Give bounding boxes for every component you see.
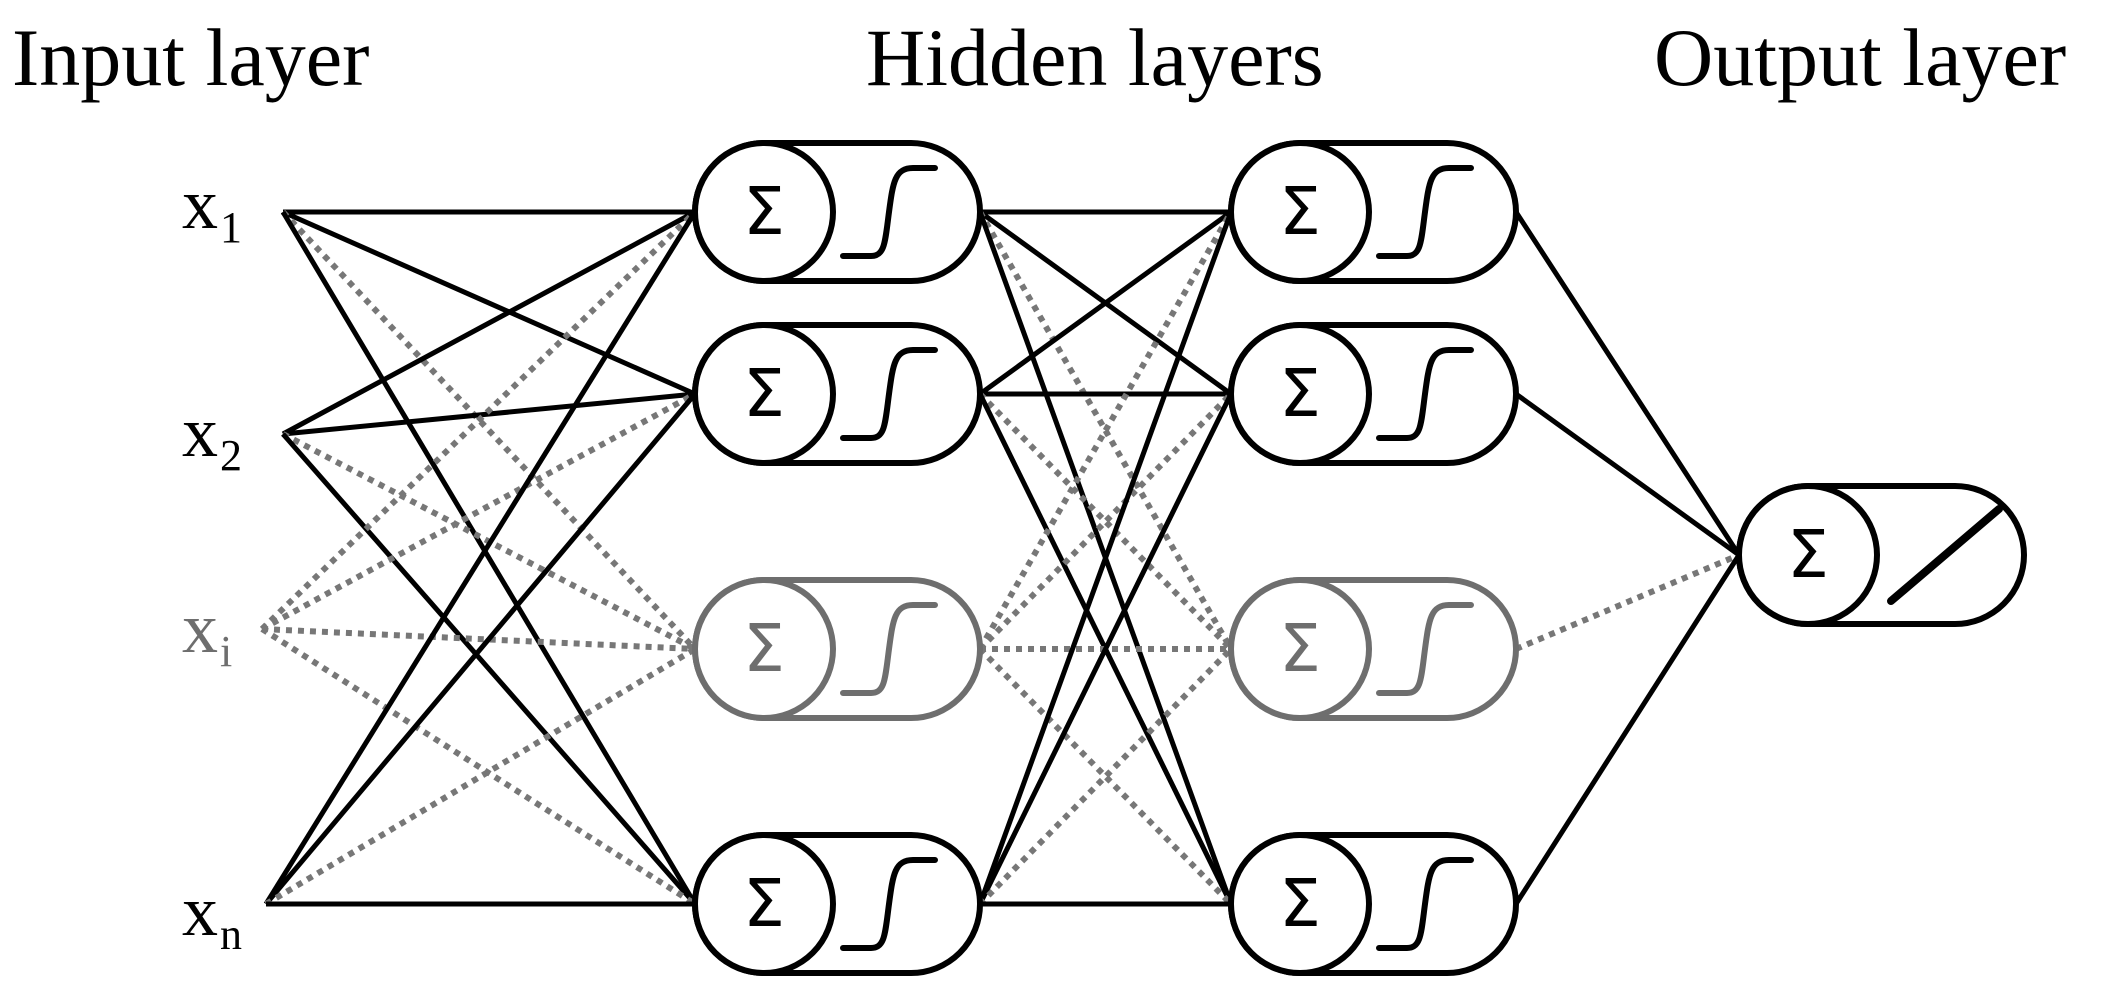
- edge-input-0-to-h1-3: [280, 210, 698, 906]
- sum-circle: [692, 832, 836, 976]
- edge-h2-3-to-output: [1513, 553, 1742, 906]
- input-label-base: x: [182, 392, 218, 472]
- sigmoid-activation-icon: [1376, 602, 1474, 696]
- sigma-symbol: Σ: [743, 865, 785, 942]
- edge-input-2-to-h1-3: [260, 626, 697, 907]
- input-label-3: xi: [182, 588, 232, 676]
- input-layer-title: Input layer: [12, 12, 370, 103]
- edge-h1-1-to-h2-0: [978, 209, 1233, 397]
- hidden2-neuron-4: Σ: [1228, 832, 1519, 976]
- hidden1-neuron-3: Σ: [692, 577, 983, 721]
- sum-circle: [1228, 832, 1372, 976]
- hidden1-neuron-2: Σ: [692, 322, 983, 466]
- sigmoid-activation-icon: [840, 602, 938, 696]
- edge-h2-1-to-output: [1514, 391, 1741, 558]
- edge-h2-0-to-output: [1513, 210, 1742, 557]
- hidden2-neuron-3: Σ: [1228, 577, 1519, 721]
- edge-h2-2-to-output: [1514, 552, 1741, 652]
- edge-input-3-to-h1-0: [263, 210, 698, 906]
- hidden2-neuron-2: Σ: [1228, 322, 1519, 466]
- sum-circle: [692, 140, 836, 284]
- hidden1-neuron-1: Σ: [692, 140, 983, 284]
- sum-circle: [1736, 483, 1880, 627]
- input-label-4: xn: [182, 871, 242, 959]
- sigma-symbol: Σ: [1279, 610, 1321, 687]
- sigma-symbol: Σ: [743, 173, 785, 250]
- hidden-layers-title: Hidden layers: [866, 12, 1324, 103]
- hidden2-neuron-1: Σ: [1228, 140, 1519, 284]
- sum-circle: [1228, 577, 1372, 721]
- input-label-base: x: [182, 871, 218, 951]
- edge-input-0-to-h1-1: [281, 209, 697, 397]
- sum-circle: [1228, 322, 1372, 466]
- sigma-symbol: Σ: [1279, 865, 1321, 942]
- edge-input-3-to-h1-1: [264, 392, 697, 906]
- sigma-symbol: Σ: [1279, 355, 1321, 432]
- sigma-symbol: Σ: [743, 610, 785, 687]
- edge-input-2-to-h1-2: [261, 626, 696, 652]
- sigmoid-activation-icon: [1376, 165, 1474, 259]
- hidden1-neuron-4: Σ: [692, 832, 983, 976]
- output-neuron: Σ: [1736, 483, 2027, 627]
- input-label-base: x: [182, 588, 218, 668]
- sigmoid-activation-icon: [840, 857, 938, 951]
- linear-activation-icon: [1887, 505, 2003, 605]
- sigmoid-activation-icon: [840, 347, 938, 441]
- output-layer-title: Output layer: [1654, 12, 2067, 103]
- edge-h1-3-to-h2-0: [977, 211, 1234, 905]
- edge-input-1-to-h1-0: [281, 209, 697, 437]
- input-label-subscript: 2: [220, 431, 242, 480]
- sigma-symbol: Σ: [1787, 516, 1829, 593]
- edge-input-2-to-h1-1: [260, 391, 697, 632]
- input-label-subscript: i: [220, 627, 232, 676]
- sigmoid-activation-icon: [1376, 857, 1474, 951]
- edge-input-1-to-h1-3: [281, 432, 697, 906]
- edge-input-2-to-h1-0: [259, 209, 698, 632]
- sum-circle: [692, 577, 836, 721]
- sigmoid-activation-icon: [840, 165, 938, 259]
- edge-input-3-to-h1-2: [264, 646, 697, 907]
- neurons: Σ Σ Σ Σ Σ Σ Σ Σ Σ: [692, 140, 2027, 976]
- input-label-1: x1: [182, 164, 242, 252]
- edge-input-0-to-h1-2: [280, 209, 698, 652]
- input-label-subscript: 1: [220, 203, 242, 252]
- input-label-base: x: [182, 164, 218, 244]
- sigma-symbol: Σ: [1279, 173, 1321, 250]
- connections: [259, 209, 1742, 907]
- sigmoid-activation-icon: [1376, 347, 1474, 441]
- sum-circle: [1228, 140, 1372, 284]
- input-label-subscript: n: [220, 910, 242, 959]
- edge-h1-3-to-h2-1: [977, 392, 1234, 906]
- input-label-2: x2: [182, 392, 242, 480]
- sum-circle: [692, 322, 836, 466]
- sigma-symbol: Σ: [743, 355, 785, 432]
